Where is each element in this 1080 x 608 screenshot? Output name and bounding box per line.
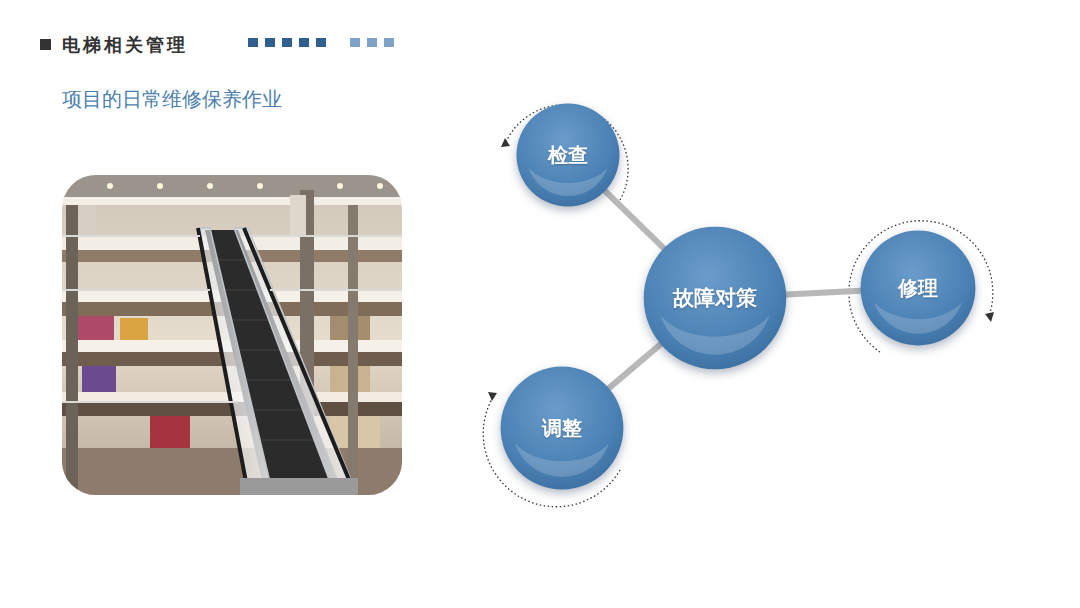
node-label: 修理 [898, 275, 938, 302]
header-blocks [248, 38, 326, 47]
dotted-arc [849, 221, 993, 352]
node-label: 故障对策 [673, 284, 757, 312]
header-blocks-light [350, 38, 394, 47]
arc-arrowhead [985, 312, 994, 322]
subtitle: 项目的日常维修保养作业 [62, 86, 282, 113]
page-title: 电梯相关管理 [62, 33, 188, 57]
header-square [40, 39, 51, 50]
arc-arrowhead [488, 392, 497, 401]
circle-node: 修理 [860, 230, 976, 346]
connector-bar [787, 291, 860, 295]
arc-arrowhead [501, 138, 510, 147]
connector-bar [605, 191, 663, 248]
connector-bar [609, 345, 660, 388]
circle-node: 调整 [500, 366, 624, 490]
circle-node: 故障对策 [643, 226, 787, 370]
node-label: 调整 [542, 415, 582, 442]
circle-node: 检查 [516, 103, 620, 207]
node-label: 检查 [548, 142, 588, 169]
